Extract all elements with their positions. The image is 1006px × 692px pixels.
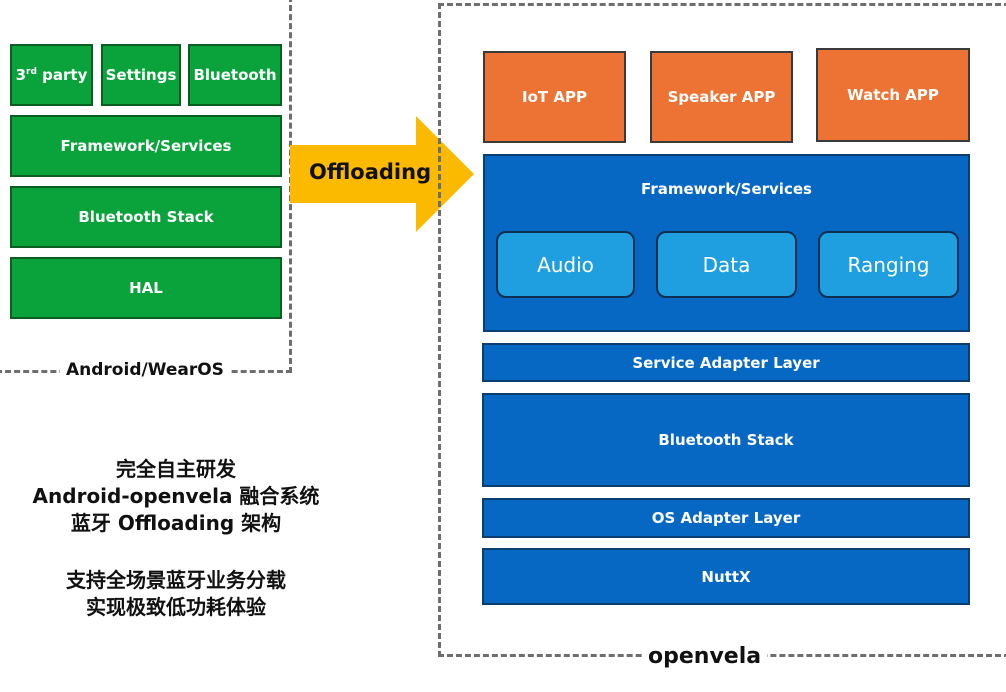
app-3rd-party-label: 3rd party: [15, 66, 88, 84]
app-iot: IoT APP: [483, 51, 626, 143]
app-speaker-label: Speaker APP: [667, 88, 776, 106]
module-data: Data: [656, 231, 797, 298]
android-framework-label: Framework/Services: [60, 137, 232, 155]
module-audio: Audio: [496, 231, 635, 298]
description-block-2: 支持全场景蓝牙业务分载 实现极致低功耗体验: [0, 567, 352, 621]
module-data-label: Data: [702, 252, 751, 277]
offloading-arrow: [290, 116, 474, 232]
nuttx-label: NuttX: [701, 567, 751, 586]
description-line: 实现极致低功耗体验: [86, 595, 266, 619]
service-adapter-layer: Service Adapter Layer: [482, 343, 970, 382]
app-settings-label: Settings: [105, 66, 177, 84]
android-hal-layer: HAL: [10, 257, 282, 319]
app-bluetooth-label: Bluetooth: [193, 66, 277, 84]
app-settings: Settings: [101, 44, 181, 106]
android-bluetooth-stack-label: Bluetooth Stack: [78, 208, 214, 226]
description-line: 完全自主研发: [116, 457, 236, 481]
android-framework-layer: Framework/Services: [10, 115, 282, 177]
module-audio-label: Audio: [537, 252, 594, 277]
description-line: Android-openvela 融合系统: [32, 484, 320, 508]
openvela-caption: openvela: [642, 643, 768, 671]
offloading-label: Offloading: [309, 160, 432, 184]
android-bluetooth-stack-layer: Bluetooth Stack: [10, 186, 282, 248]
openvela-bluetooth-stack-label: Bluetooth Stack: [658, 431, 794, 449]
service-adapter-label: Service Adapter Layer: [632, 353, 820, 372]
android-hal-label: HAL: [129, 279, 163, 297]
app-watch: Watch APP: [816, 48, 970, 142]
app-watch-label: Watch APP: [847, 86, 939, 104]
module-ranging: Ranging: [818, 231, 959, 298]
description-line: 支持全场景蓝牙业务分载: [66, 568, 286, 592]
app-3rd-party: 3rd party: [10, 44, 93, 106]
openvela-bluetooth-stack-layer: Bluetooth Stack: [482, 393, 970, 487]
description-line: 蓝牙 Offloading 架构: [70, 511, 282, 535]
android-wearos-caption: Android/WearOS: [60, 360, 230, 380]
app-bluetooth: Bluetooth: [188, 44, 282, 106]
module-ranging-label: Ranging: [847, 252, 930, 277]
os-adapter-layer: OS Adapter Layer: [482, 498, 970, 538]
nuttx-layer: NuttX: [482, 548, 970, 605]
openvela-caption-text: openvela: [648, 644, 762, 669]
app-iot-label: IoT APP: [522, 88, 587, 106]
app-speaker: Speaker APP: [650, 51, 793, 143]
os-adapter-label: OS Adapter Layer: [651, 509, 801, 527]
openvela-framework-title: Framework/Services: [641, 180, 812, 198]
description-block-1: 完全自主研发 Android-openvela 融合系统 蓝牙 Offloadi…: [0, 456, 352, 537]
android-wearos-caption-text: Android/WearOS: [66, 360, 224, 380]
